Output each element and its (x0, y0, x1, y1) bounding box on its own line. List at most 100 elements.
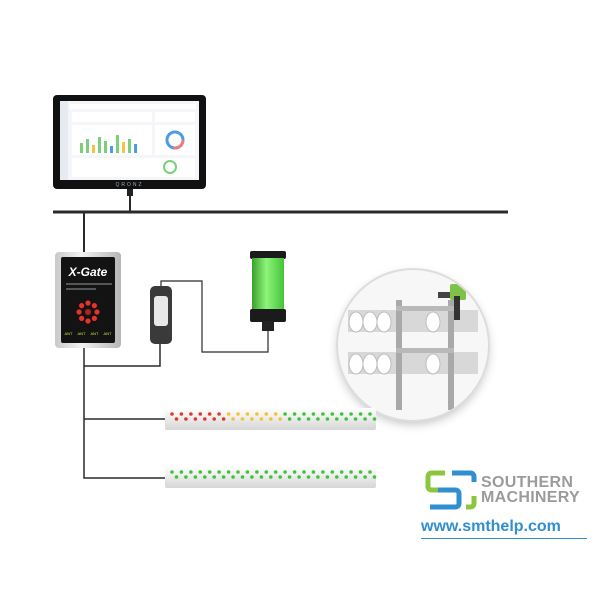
led-dot (330, 470, 335, 474)
led-dot (353, 417, 358, 421)
led-dot (335, 417, 339, 421)
led-dot (226, 412, 231, 416)
led-dot (240, 417, 245, 421)
led-dot (193, 475, 198, 479)
led-dot (269, 417, 273, 421)
x-gate-led (79, 303, 85, 309)
led-dot (203, 417, 207, 421)
dashboard-screen (60, 101, 199, 180)
logo-line-2: MACHINERY (481, 489, 580, 506)
led-dot (217, 412, 221, 416)
led-dot (353, 475, 358, 479)
led-dot (264, 470, 269, 474)
led-dot (231, 475, 235, 479)
led-dot (358, 470, 363, 474)
led-dot (250, 475, 254, 479)
led-dot (221, 417, 226, 421)
led-dot (212, 417, 216, 421)
x-gate-center-led (85, 309, 91, 315)
led-dot (184, 417, 188, 421)
tower-light-base (250, 309, 286, 322)
led-dot (245, 412, 250, 416)
led-dot (236, 470, 240, 474)
x-gate-ports: ANT ANT ANT ANT (62, 331, 114, 336)
led-dot (372, 475, 377, 479)
led-dot (297, 417, 301, 421)
scanner-window (154, 296, 168, 326)
website-link[interactable]: www.smthelp.com (421, 518, 561, 535)
x-gate-led (85, 300, 91, 306)
x-gate-led (91, 303, 97, 309)
led-dot (278, 417, 283, 421)
x-gate-face (61, 257, 115, 343)
led-dot (221, 475, 226, 479)
led-dot (297, 475, 301, 479)
scanner-cable (84, 344, 161, 367)
led-dot (278, 475, 283, 479)
led-dot (283, 470, 287, 474)
website-underline (421, 538, 587, 539)
tower-light-lamp (252, 258, 284, 310)
led-dot (292, 412, 297, 416)
led-dot (259, 475, 264, 479)
led-dot (306, 475, 311, 479)
led-dot (212, 475, 216, 479)
led-dot (368, 412, 372, 416)
logo-text: SOUTHERN MACHINERY (481, 474, 580, 506)
led-dot (321, 470, 325, 474)
led-dot (325, 475, 330, 479)
port-label: ANT (90, 331, 99, 336)
led-dot (306, 417, 311, 421)
led-dot (273, 412, 278, 416)
led-dot (330, 412, 335, 416)
led-dot (189, 412, 193, 416)
led-dot (259, 417, 264, 421)
led-dot (198, 470, 203, 474)
led-dot (363, 417, 367, 421)
led-dot (174, 475, 179, 479)
x-gate-led (94, 309, 100, 315)
led-dot (231, 417, 235, 421)
led-dot (203, 475, 207, 479)
led-dot (179, 412, 184, 416)
x-gate-title: X-Gate (68, 265, 108, 279)
led-dot (240, 475, 245, 479)
led-dot (344, 475, 349, 479)
led-dot (311, 412, 316, 416)
led-dot (349, 412, 353, 416)
led-dot (207, 412, 212, 416)
led-dot (325, 417, 330, 421)
led-dot (344, 417, 349, 421)
led-dot (368, 470, 372, 474)
led-dot (184, 475, 188, 479)
monitor-stand (127, 189, 133, 196)
reel-rack-photo (338, 270, 488, 420)
led-dot (198, 412, 203, 416)
led-dot (236, 412, 240, 416)
x-gate-led (76, 309, 82, 315)
led-dot (339, 470, 344, 474)
led-dot (217, 470, 221, 474)
scanner-top-cable (160, 280, 269, 353)
led-dot (245, 470, 250, 474)
led-dot (358, 412, 363, 416)
led-dot (349, 470, 353, 474)
led-dot (287, 417, 292, 421)
led-dot (321, 412, 325, 416)
led-dot (335, 475, 339, 479)
logo-line-1: SOUTHERN (481, 474, 574, 491)
led-dot (174, 417, 179, 421)
xgate-down-cable (83, 348, 165, 479)
led-dot (193, 417, 198, 421)
x-gate-led (91, 315, 97, 321)
led-dot (283, 412, 287, 416)
led-dot (316, 417, 320, 421)
led-dot (316, 475, 320, 479)
x-gate-leds (76, 300, 100, 324)
led-dot (170, 412, 174, 416)
led-dot (339, 412, 344, 416)
